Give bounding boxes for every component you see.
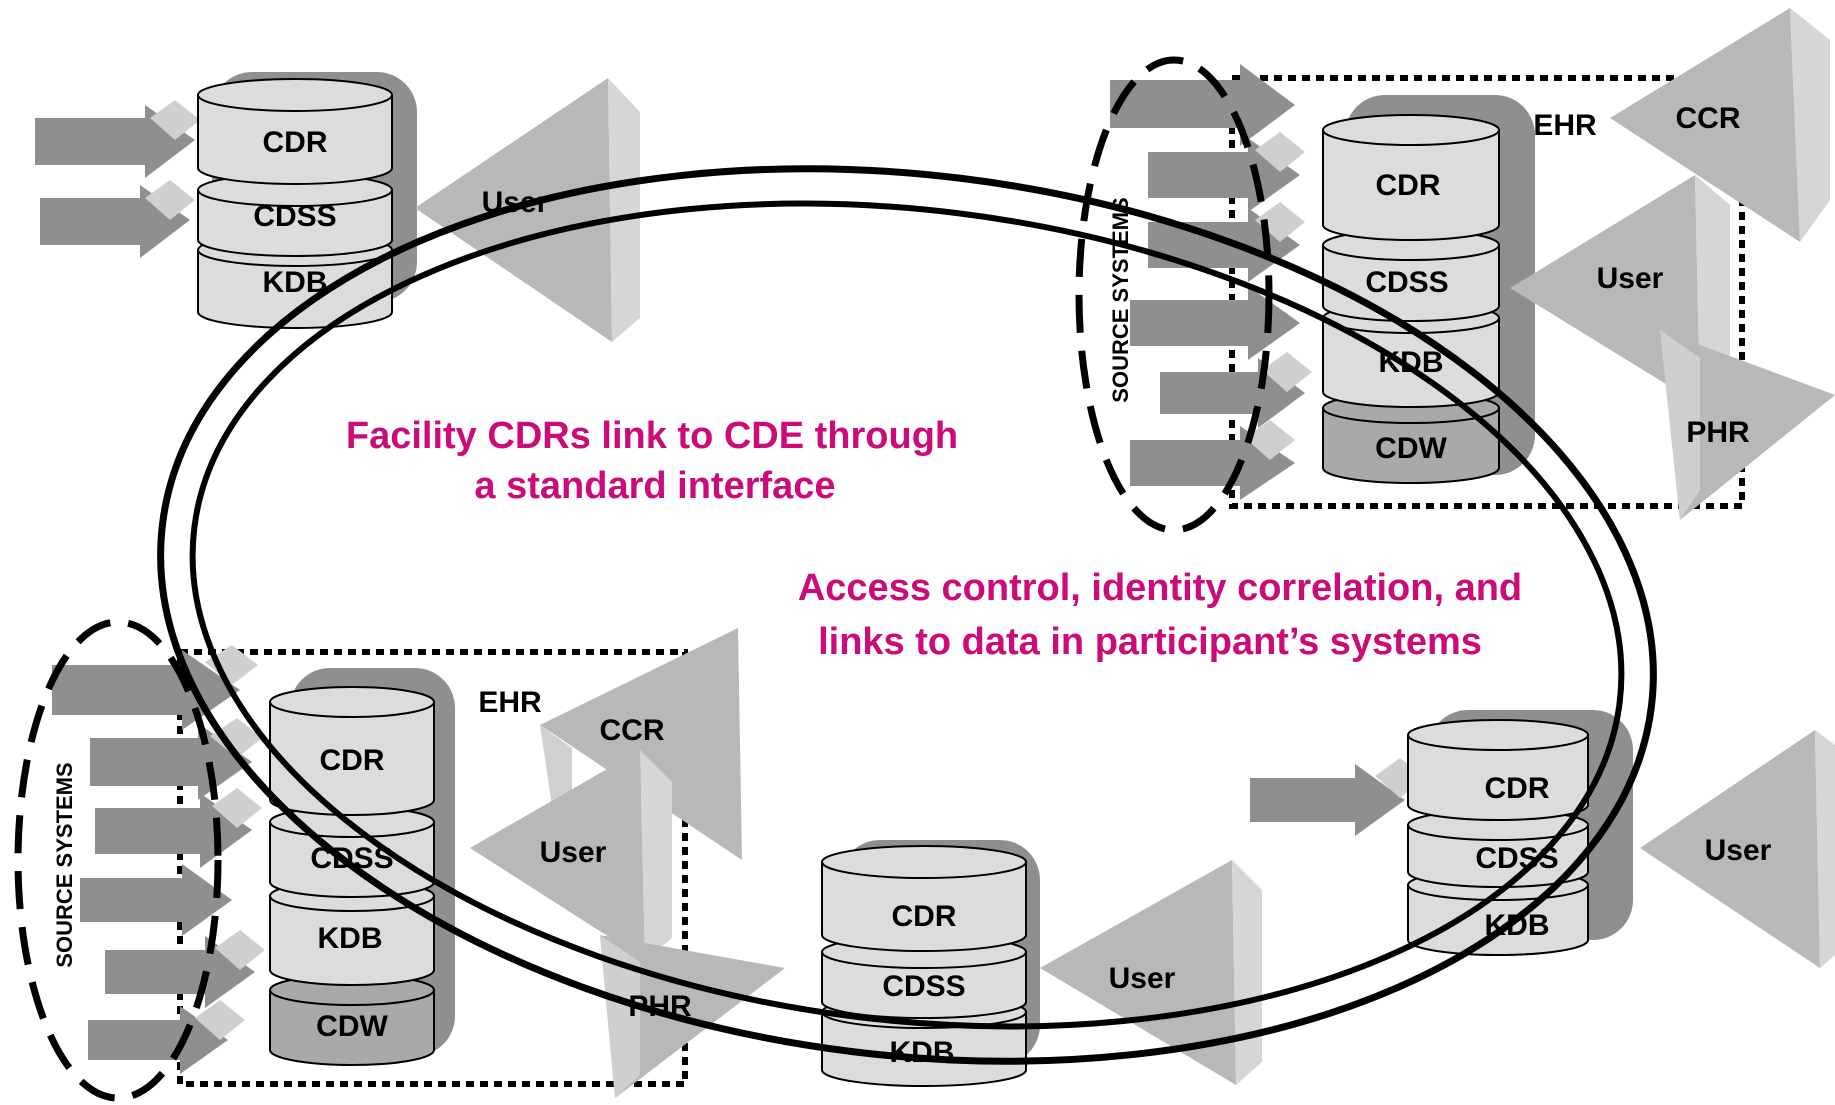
source-systems-boundary <box>14 618 222 1102</box>
cdr-label: CDR <box>892 900 957 933</box>
cdw-label: CDW <box>316 1010 388 1043</box>
cdr-database: CDR <box>197 78 393 185</box>
input-arrow <box>40 180 195 258</box>
user-cone: User <box>415 78 640 342</box>
ccr-label: CCR <box>600 714 665 747</box>
cdss-database: CDSS <box>269 806 435 898</box>
cdss-database: CDSS <box>197 173 393 257</box>
cdss-database: CDSS <box>1322 229 1500 322</box>
cdr-label: CDR <box>1485 772 1550 805</box>
ehr-label: EHR <box>1533 109 1597 142</box>
message-facility-link: Facility CDRs link to CDE through a stan… <box>346 415 958 507</box>
ehr-boundary <box>1229 75 1745 509</box>
user-cone: User <box>1040 860 1262 1085</box>
cdw-database: CDW <box>269 974 435 1066</box>
cdr-label: CDR <box>1376 169 1441 202</box>
ehr-label: EHR <box>478 686 542 719</box>
source-arrow <box>1110 64 1295 146</box>
message-line-2: links to data in participant’s systems <box>818 621 1482 663</box>
message-line-1: Access control, identity correlation, an… <box>798 567 1522 609</box>
ehr-boundary <box>177 649 688 1087</box>
message-line-2: a standard interface <box>474 465 835 507</box>
user-label: User <box>540 836 607 869</box>
source-arrow <box>1130 286 1300 360</box>
cdr-label: CDR <box>320 744 385 777</box>
message-access-control: Access control, identity correlation, an… <box>798 567 1522 663</box>
cdr-label: CDR <box>263 126 328 159</box>
user-label: User <box>1597 262 1664 295</box>
cde-ring-outer <box>157 165 1657 1065</box>
user-label: User <box>1109 962 1176 995</box>
source-arrow <box>105 930 265 1008</box>
database-stack: CDW KDB CDSS CDR <box>269 668 455 1066</box>
source-arrow <box>1160 352 1312 428</box>
cdss-label: CDSS <box>1365 266 1448 299</box>
cdss-database: CDSS <box>1407 809 1589 888</box>
phr-cone: PHR <box>600 935 785 1098</box>
kdb-label: KDB <box>318 922 383 955</box>
database-stack: KDB CDSS CDR <box>1407 710 1633 956</box>
facility-bottom-right: KDB CDSS CDR User <box>1250 710 1835 968</box>
cdss-label: CDSS <box>253 200 336 233</box>
source-arrow <box>95 788 262 868</box>
cde-ring-inner <box>189 200 1625 1030</box>
user-label: User <box>1705 834 1772 867</box>
cdr-database: CDR <box>1407 719 1589 821</box>
user-cone: User <box>1640 730 1835 968</box>
database-stack: KDB CDSS CDR <box>821 840 1040 1087</box>
source-arrow <box>1130 420 1295 500</box>
phr-cone: PHR <box>1660 330 1835 520</box>
input-arrow <box>35 100 200 178</box>
source-arrow <box>1148 132 1305 212</box>
message-line-1: Facility CDRs link to CDE through <box>346 415 958 457</box>
ccr-cone: CCR <box>1610 8 1830 242</box>
source-arrow <box>80 864 232 936</box>
ccr-label: CCR <box>1676 102 1741 135</box>
facility-top-left: KDB CDSS CDR User <box>35 72 640 342</box>
facility-bottom-center: KDB CDSS CDR User <box>821 840 1262 1087</box>
user-cone: User <box>470 750 672 960</box>
input-arrow <box>1250 758 1425 836</box>
database-stack: CDW KDB CDSS CDR <box>1322 95 1535 484</box>
source-systems-label: SOURCE SYSTEMS <box>1108 197 1133 402</box>
cdr-database: CDR <box>1322 114 1500 241</box>
source-arrow <box>88 1000 245 1074</box>
cde-ring <box>157 165 1657 1065</box>
kdb-label: KDB <box>890 1036 955 1069</box>
source-systems-label: SOURCE SYSTEMS <box>52 762 77 967</box>
cdw-label: CDW <box>1375 432 1447 465</box>
cdr-database: CDR <box>269 686 435 816</box>
cdss-label: CDSS <box>882 970 965 1003</box>
phr-label: PHR <box>1686 416 1750 449</box>
database-stack: KDB CDSS CDR <box>197 72 417 329</box>
cdr-database: CDR <box>821 845 1027 952</box>
facility-top-right: CDW KDB CDSS CDR EHR CCR <box>1075 8 1835 534</box>
ccr-cone: CCR <box>540 628 742 860</box>
